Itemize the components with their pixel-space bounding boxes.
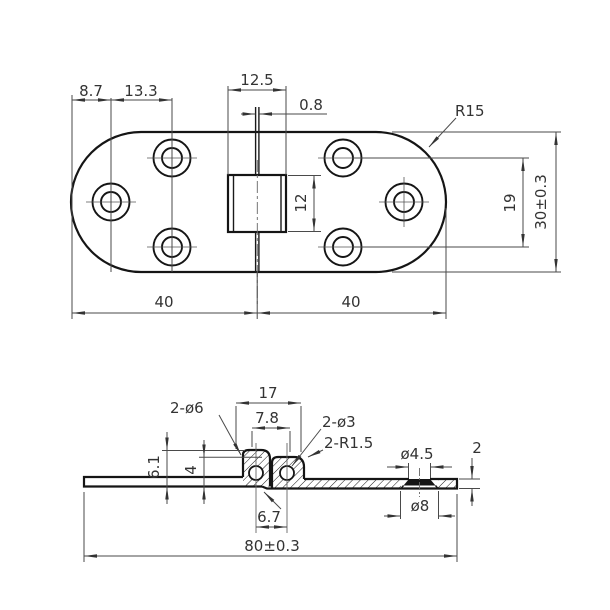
dim-40-left: 40 bbox=[154, 293, 173, 311]
dim-d8: ø8 bbox=[411, 497, 430, 515]
dim-6-7: 6.7 bbox=[257, 508, 281, 526]
left-leaf bbox=[82, 475, 262, 488]
label-2-d3: 2-ø3 bbox=[322, 413, 356, 431]
side-view: 17 7.8 2-ø6 2-ø3 2-R1.5 6.1 bbox=[82, 384, 482, 562]
dim-19: 19 bbox=[501, 193, 519, 212]
dim-2: 2 bbox=[472, 439, 482, 457]
dim-13-3: 13.3 bbox=[124, 82, 157, 100]
dim-6-1: 6.1 bbox=[145, 455, 163, 479]
label-2-r15: 2-R1.5 bbox=[324, 434, 373, 452]
dim-17: 17 bbox=[258, 384, 277, 402]
right-leaf bbox=[261, 477, 459, 490]
dim-r15: R15 bbox=[455, 102, 485, 120]
dim-12-5: 12.5 bbox=[240, 71, 273, 89]
dim-80: 80±0.3 bbox=[244, 537, 300, 555]
dim-7-8: 7.8 bbox=[255, 409, 279, 427]
side-view-dimensions: 17 7.8 2-ø6 2-ø3 2-R1.5 6.1 bbox=[83, 384, 482, 562]
left-knuckle bbox=[241, 448, 272, 487]
label-2-d6: 2-ø6 bbox=[170, 399, 204, 417]
dim-30: 30±0.3 bbox=[532, 174, 550, 230]
right-knuckle bbox=[270, 455, 306, 489]
dim-d4-5: ø4.5 bbox=[400, 445, 433, 463]
dim-40-right: 40 bbox=[341, 293, 360, 311]
hinge-slit bbox=[254, 107, 260, 272]
dim-4: 4 bbox=[182, 465, 200, 475]
dim-12: 12 bbox=[292, 193, 310, 212]
dim-8-7: 8.7 bbox=[79, 82, 103, 100]
dim-0-8: 0.8 bbox=[299, 96, 323, 114]
top-view: 8.7 13.3 12.5 0.8 12 R15 19 bbox=[69, 71, 561, 319]
top-view-dimensions: 8.7 13.3 12.5 0.8 12 R15 19 bbox=[71, 71, 561, 319]
